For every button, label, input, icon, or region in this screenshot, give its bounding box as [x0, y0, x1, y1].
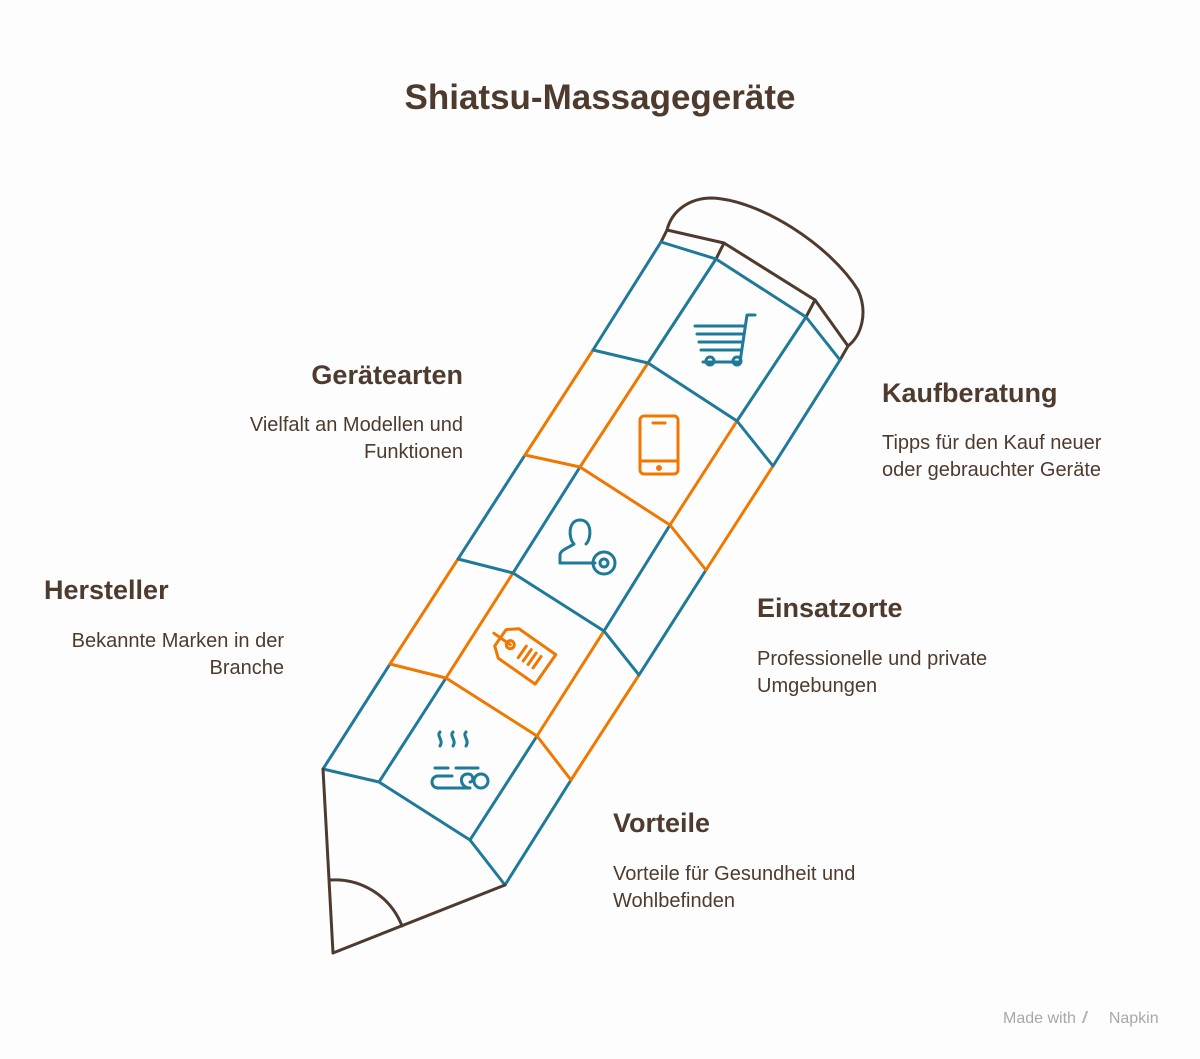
pencil-eraser-cap	[665, 196, 865, 348]
segment-divider	[578, 465, 672, 527]
shopping-cart-icon	[693, 313, 757, 367]
segment-divider	[591, 348, 650, 365]
napkin-brand-label: Napkin	[1108, 1010, 1159, 1027]
segment-divider	[646, 361, 739, 423]
napkin-logo-icon	[1082, 1011, 1103, 1023]
ferrule-line	[665, 228, 850, 348]
segment-edge	[578, 361, 650, 469]
heading-geraetearten: Gerätearten	[311, 360, 463, 390]
heading-hersteller: Hersteller	[44, 575, 169, 605]
made-with-label: Made with	[1003, 1010, 1076, 1027]
segment-divider	[456, 557, 515, 575]
pencil-lead-arc	[328, 878, 404, 928]
description-geraetearten: Vielfalt an Modellen und Funktionen	[249, 414, 463, 463]
pencil-tip	[321, 767, 507, 955]
heading-vorteile: Vorteile	[613, 808, 711, 838]
segment-divider	[511, 571, 606, 633]
segment-edge	[388, 557, 460, 666]
segment-edge	[503, 778, 573, 887]
description-einsatzorte: Professionelle und private Umgebungen	[757, 648, 988, 697]
segment-divider	[714, 257, 808, 319]
segment-edge	[511, 465, 582, 575]
segment-divider	[602, 629, 641, 677]
segment-edge	[591, 240, 663, 352]
description-kaufberatung: Tipps für den Kauf neuer oder gebrauchte…	[882, 432, 1102, 481]
segment-divider	[468, 838, 507, 887]
pencil-segments	[321, 240, 842, 887]
segment-edge	[456, 453, 527, 561]
segment-edge	[646, 257, 718, 365]
smartphone-icon	[638, 414, 680, 476]
segment-edge	[735, 315, 808, 423]
diagram-title: Shiatsu-Massagegeräte	[404, 78, 796, 117]
segment-divider	[523, 453, 582, 469]
segment-divider	[377, 780, 472, 842]
description-hersteller: Bekannte Marken in der Branche	[71, 630, 284, 679]
description-vorteile: Vorteile für Gesundheit und Wohlbefinden	[613, 863, 856, 912]
segment-divider	[535, 734, 573, 782]
price-tag-icon	[492, 627, 558, 686]
segment-divider	[804, 315, 842, 362]
segment-divider	[659, 240, 718, 261]
segment-divider	[444, 676, 539, 738]
user-settings-icon	[558, 518, 617, 576]
made-with-napkin-badge[interactable]: Made with Napkin	[1003, 1010, 1159, 1028]
segment-divider	[388, 662, 448, 680]
segment-edge	[569, 673, 641, 782]
segment-edge	[704, 464, 775, 572]
segment-divider	[321, 767, 381, 784]
segment-edge	[523, 348, 595, 457]
segment-divider	[668, 523, 708, 572]
segment-edge	[377, 676, 448, 784]
hot-stone-massage-icon	[430, 730, 490, 790]
segment-edge	[468, 734, 539, 842]
heading-einsatzorte: Einsatzorte	[757, 593, 903, 623]
segment-edge	[771, 358, 842, 468]
segment-divider	[735, 419, 775, 468]
segment-edge	[602, 523, 672, 633]
segment-edge	[535, 629, 606, 738]
segment-edge	[668, 419, 739, 527]
heading-kaufberatung: Kaufberatung	[882, 378, 1058, 408]
segment-edge	[637, 568, 708, 677]
segment-edge	[321, 662, 392, 771]
segment-edge	[444, 571, 515, 680]
